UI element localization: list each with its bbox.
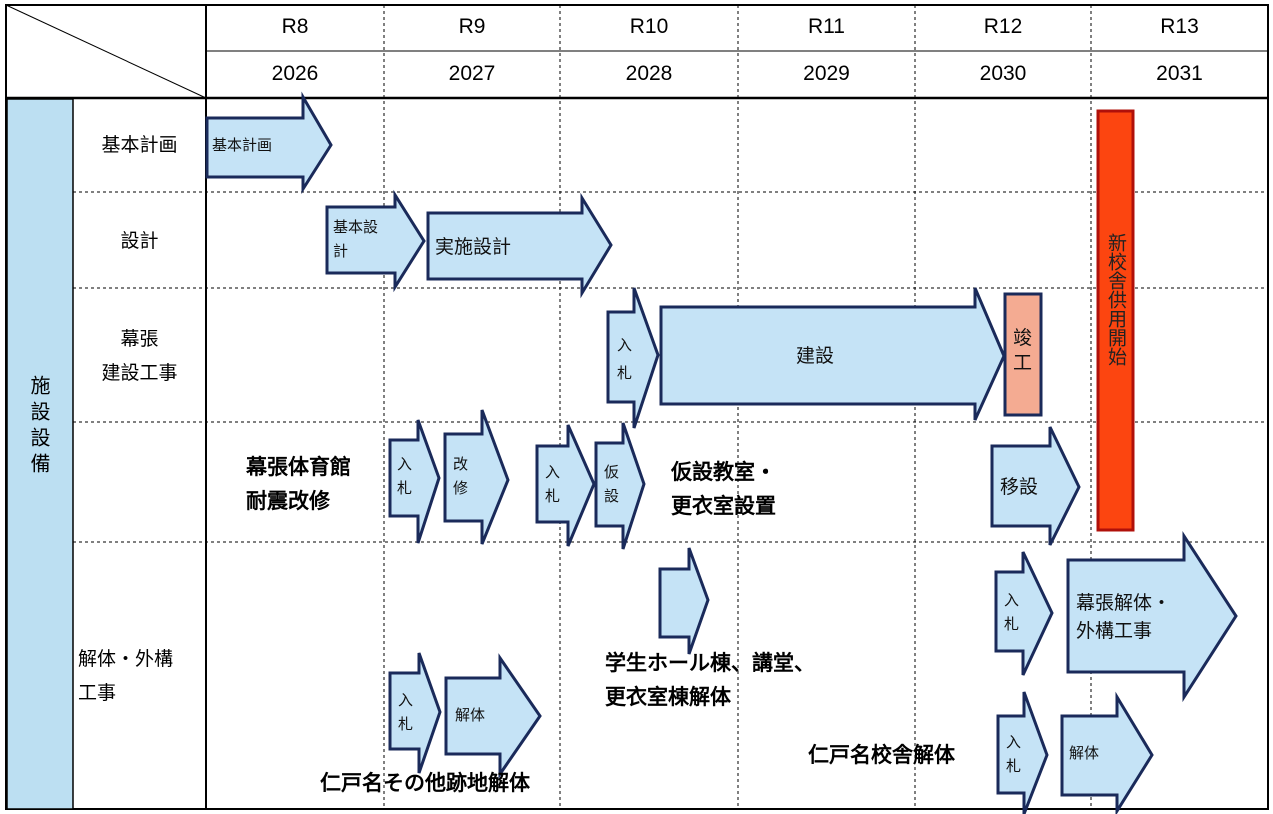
arrow-label-kihon-sekkei: 基本設 計 [333,218,379,260]
arrow-kaitai-1 [444,653,542,779]
row-label-sekkei: 設計 [120,230,159,252]
header-reiwa-r12: R12 [983,15,1023,38]
header-reiwa-r9: R9 [458,15,486,38]
arrow-label-makuhari-kaitai: 幕張解体・ 外構工事 [1076,592,1172,642]
note-ninohe-other: 仁戸名その他跡地解体 [320,771,530,795]
arrow-label-nyusatsu-2: 入 札 [397,455,413,497]
arrow-label-jisshi-sekkei: 実施設計 [435,236,512,258]
arrow-isetsu [990,426,1081,546]
header-year-2029: 2029 [803,62,850,85]
arrow-nyusatsu-2 [388,419,441,544]
arrow-label-kaishu: 改 修 [453,455,469,497]
header-year-2028: 2028 [625,62,673,85]
arrow-label-kasetsu: 仮 設 [604,463,620,505]
arrow-label-nyusatsu-5: 入 札 [398,691,414,733]
opening-bar [1096,109,1135,532]
arrow-nyusatsu-6 [996,691,1049,814]
completion-label: 竣 工 [1013,327,1033,374]
arrow-kensetsu [659,287,1006,421]
arrow-kaishu [443,409,510,545]
note-hall: 学生ホール棟、講堂、 更衣室棟解体 [605,651,815,709]
arrow-kaitai-2 [1060,691,1154,814]
note-temp: 仮設教室・ 更衣室設置 [671,460,776,518]
arrow-nyusatsu-4 [994,551,1054,676]
note-ninohe-school: 仁戸名校舎解体 [808,743,955,767]
arrow-label-nyusatsu-4: 入 札 [1004,591,1020,633]
arrow-label-kihon-keikaku: 基本計画 [212,136,273,154]
arrow-kihon-keikaku [205,91,333,195]
header-year-2031: 2031 [1156,62,1203,85]
arrow-label-isetsu: 移設 [1000,476,1039,498]
opening-bar-label: 新校舎供用開始 [1105,233,1127,366]
arrow-kihon-sekkei [325,189,426,293]
arrow-label-kaitai-2: 解体 [1069,744,1100,762]
arrow-jisshi-sekkei [426,192,613,299]
note-gym: 幕張体育館 耐震改修 [246,455,351,513]
header-reiwa-r8: R8 [281,15,309,38]
arrow-hall-demolition [658,547,710,655]
arrow-label-kaitai-1: 解体 [455,706,486,724]
row-label-kihon: 基本計画 [101,134,178,156]
header-year-2027: 2027 [448,62,496,85]
arrow-kasetsu [594,422,646,550]
header-year-2030: 2030 [979,62,1027,85]
arrow-label-nyusatsu-3: 入 札 [545,463,561,505]
arrow-label-kensetsu: 建設 [796,345,835,367]
arrow-nyusatsu-1 [606,287,660,429]
header-reiwa-r10: R10 [629,15,669,38]
arrow-nyusatsu-5 [388,652,442,774]
arrow-nyusatsu-3 [535,424,596,547]
row-label-makuhari: 幕張 建設工事 [101,328,178,384]
completion-box [1003,292,1043,417]
arrow-label-nyusatsu-1: 入 札 [617,336,633,382]
row-label-kaitai: 解体・外構 工事 [78,648,174,704]
header-reiwa-r13: R13 [1160,15,1199,38]
arrow-label-nyusatsu-6: 入 札 [1006,733,1022,775]
header-reiwa-r11: R11 [808,15,845,38]
header-year-2026: 2026 [271,62,319,85]
arrow-makuhari-kaitai [1066,530,1238,703]
category-label: 施設設備 [27,375,51,479]
